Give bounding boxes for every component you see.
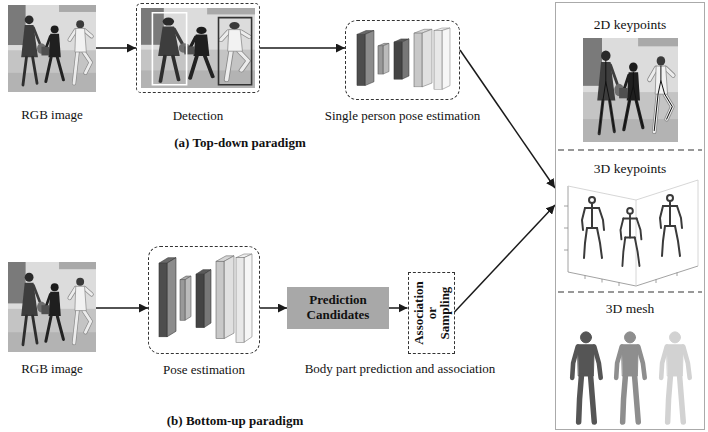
keypoint-photo bbox=[599, 61, 606, 133]
connector-arrow bbox=[96, 47, 136, 49]
mesh-figure bbox=[572, 332, 601, 422]
detection-photo bbox=[141, 8, 255, 88]
keypoint-photo bbox=[599, 61, 672, 133]
keypoint-photo bbox=[583, 38, 678, 142]
stage-label: RGB image bbox=[21, 108, 83, 123]
stage-label: Single person pose estimation bbox=[325, 109, 481, 124]
connector-arrow bbox=[96, 307, 148, 309]
plot-axes bbox=[568, 180, 698, 266]
network-box: Single person pose estimation bbox=[345, 20, 460, 100]
network-box: Pose estimation bbox=[148, 246, 260, 354]
panel-heading: 3D keypoints bbox=[556, 161, 704, 177]
stage-label: Body part prediction and association bbox=[305, 362, 496, 377]
detection-box: Detection bbox=[136, 3, 260, 93]
keypoint-photo bbox=[624, 72, 634, 128]
skeleton-3d bbox=[621, 208, 642, 266]
box-label: Association or Sampling bbox=[412, 281, 451, 345]
output-panel: 2D keypoints 3D keypoints 3D mesh bbox=[555, 2, 705, 430]
connector-arrow bbox=[389, 307, 408, 309]
plot-axes bbox=[585, 273, 677, 287]
panel-divider bbox=[558, 149, 702, 151]
keypoint-photo bbox=[606, 82, 615, 131]
connector-arrow bbox=[260, 47, 345, 49]
panel-divider bbox=[558, 291, 702, 293]
detection-photo bbox=[152, 13, 186, 85]
rgb-photo bbox=[8, 262, 96, 352]
keypoint-photo bbox=[633, 86, 643, 127]
stage-label: Pose estimation bbox=[163, 363, 245, 378]
caption: (b) Bottom-up paradigm bbox=[167, 414, 304, 429]
detection-photo bbox=[219, 18, 252, 85]
skeleton-3d bbox=[582, 197, 604, 258]
panel-heading: 2D keypoints bbox=[556, 17, 704, 33]
plot-axes bbox=[564, 180, 698, 286]
process-box: Association or Sampling bbox=[408, 272, 455, 354]
box-label: Prediction Candidates bbox=[287, 293, 389, 323]
plot-axes bbox=[568, 186, 569, 272]
network-blocks bbox=[357, 28, 450, 89]
mesh-figure bbox=[661, 332, 690, 422]
plot-axes bbox=[568, 266, 698, 286]
detection-photo bbox=[141, 8, 255, 88]
keypoint-photo bbox=[661, 81, 672, 119]
rgb-photo bbox=[8, 5, 96, 92]
plot-axes bbox=[564, 206, 568, 250]
connector-arrow bbox=[260, 307, 287, 309]
caption: (a) Top-down paradigm bbox=[174, 136, 305, 151]
panel-heading: 3D mesh bbox=[556, 301, 704, 317]
connector-arrow bbox=[455, 205, 556, 312]
keypoint-photo bbox=[654, 66, 661, 130]
image-frame: RGB image bbox=[8, 262, 96, 352]
mesh-figure bbox=[616, 332, 645, 422]
stage-label: RGB image bbox=[21, 362, 83, 377]
skeleton-3d bbox=[660, 195, 682, 256]
image-frame: RGB image bbox=[8, 5, 96, 92]
keypoint-photo bbox=[583, 38, 678, 142]
stage-label: Detection bbox=[173, 109, 224, 124]
network-blocks bbox=[159, 254, 252, 342]
process-box: Prediction Candidates bbox=[287, 287, 389, 329]
